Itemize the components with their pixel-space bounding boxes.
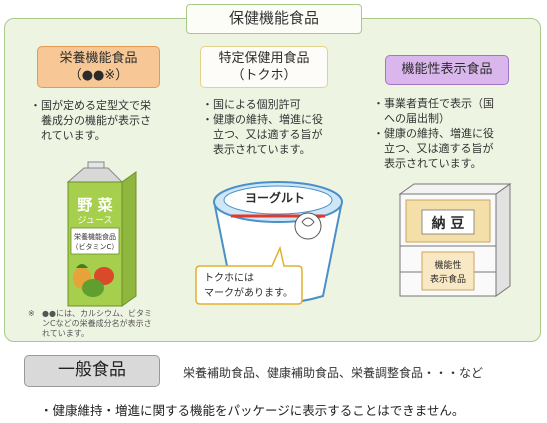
footnote-mark: ※ [28, 309, 35, 318]
description-line: 養成分の機能が表示さ [30, 114, 151, 127]
description-tokuho: ・国による個別許可 ・健康の維持、増進に役 立つ、又は適する旨が 表示されていま… [202, 97, 357, 157]
natto-tag: 機能性 [434, 259, 461, 271]
category-nutrient-function: 栄養機能食品 （●●※） [37, 46, 160, 88]
natto-label: 納 豆 [432, 215, 465, 232]
category-title: 機能性表示食品 [401, 62, 493, 77]
vegetable-juice-carton-icon: 野 菜 ジュース 栄養機能食品 （ビタミンC） [66, 161, 137, 307]
category-subtitle: （トクホ） [231, 68, 297, 83]
description-line: れています。 [30, 129, 106, 142]
description-nutrient: ・国が定める定型文で栄 養成分の機能が表示さ れています。 [30, 98, 180, 143]
footnote-line: ●●には、カルシウム、ビタミ [42, 309, 152, 318]
footnote-line: ンCなどの栄養成分名が表示さ [42, 319, 152, 328]
description-function: ・事業者責任で表示（国 への届出制） ・健康の維持、増進に役 立つ、又は適する旨… [373, 96, 533, 171]
category-title: 特定保健用食品 [218, 51, 310, 66]
main-title: 保健機能食品 [186, 4, 362, 34]
description-line: 表示されています。 [202, 143, 311, 156]
natto-tag: 表示食品 [430, 273, 466, 285]
description-line: 立つ、又は適する旨が [202, 128, 323, 141]
description-line: への届出制） [373, 112, 450, 125]
footer-note: ・健康維持・増進に関する機能をパッケージに表示することはできません。 [40, 403, 465, 418]
description-line: ・国による個別許可 [202, 98, 301, 111]
juice-name-sub: ジュース [78, 216, 113, 226]
category-tokuho: 特定保健用食品 （トクホ） [200, 46, 328, 88]
juice-label: 栄養機能食品 [74, 232, 116, 241]
speech-bubble-icon: トクホには マークがあります。 [195, 245, 303, 305]
footnote-line: れています。 [42, 329, 89, 338]
description-line: ・国が定める定型文で栄 [30, 99, 151, 112]
description-line: ・健康の維持、増進に役 [202, 113, 323, 126]
category-function-claim: 機能性表示食品 [385, 55, 509, 85]
bubble-text: トクホには [204, 272, 254, 284]
description-line: 表示されています。 [373, 157, 482, 170]
footnote: ※ ●●には、カルシウム、ビタミ ンCなどの栄養成分名が表示さ れています。 [28, 309, 178, 339]
juice-label-sub: （ビタミンC） [72, 242, 119, 251]
general-food-examples: 栄養補助食品、健康補助食品、栄養調整食品・・・など [183, 366, 484, 380]
juice-name: 野 菜 [77, 196, 112, 214]
category-title: 栄養機能食品 [59, 51, 138, 66]
description-line: 立つ、又は適する旨が [373, 142, 494, 155]
description-line: ・健康の維持、増進に役 [373, 127, 494, 140]
natto-pack-icon: 納 豆 機能性 表示食品 [398, 183, 512, 297]
general-food-box: 一般食品 [24, 355, 160, 387]
bubble-text: マークがあります。 [204, 286, 293, 299]
description-line: ・事業者責任で表示（国 [373, 97, 494, 110]
yogurt-label: ヨーグルト [245, 190, 305, 205]
category-subtitle: （●●※） [68, 68, 129, 83]
